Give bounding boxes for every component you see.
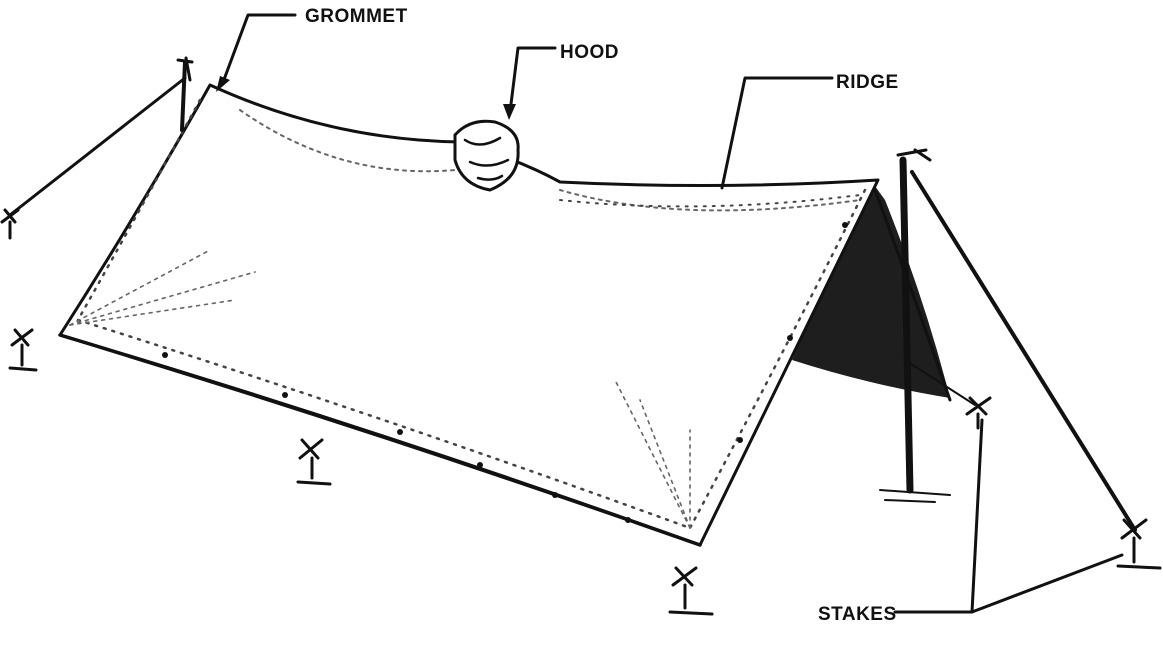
- stakes-pointer: [893, 418, 1124, 614]
- fold-line: [69, 249, 211, 326]
- fold-line: [69, 299, 236, 326]
- rear-guy-line: [910, 170, 1137, 532]
- front-pole-top: [176, 56, 194, 82]
- side-guy-line: [904, 359, 976, 406]
- ridge-fold-2: [559, 189, 861, 212]
- grommet-arrowhead: [216, 76, 230, 92]
- fold-line: [639, 399, 691, 529]
- front-pole: [180, 60, 187, 132]
- rear-pole: [899, 156, 914, 494]
- stakes-label: STAKES: [818, 604, 897, 625]
- hood-arrowhead: [503, 104, 516, 120]
- ridge-label: RIDGE: [836, 72, 899, 93]
- rear-canvas-edge: [870, 180, 952, 402]
- stake: [296, 438, 332, 486]
- seam-left: [76, 98, 202, 322]
- ridge-fold: [239, 109, 456, 173]
- grommet-label: GROMMET: [305, 6, 408, 27]
- tent-rear-shadow: [792, 182, 950, 398]
- seam-top: [559, 194, 861, 208]
- rear-pole-base: [879, 489, 951, 503]
- stake: [668, 566, 714, 616]
- ridge-pointer: [720, 76, 834, 190]
- front-guy-line: [8, 76, 187, 217]
- rear-pole-top: [896, 148, 932, 162]
- seam-right: [688, 188, 867, 530]
- hood-pointer: [508, 46, 557, 114]
- hood-label: HOOD: [560, 42, 619, 63]
- seam-bottom: [76, 318, 692, 530]
- canvas-bottom-edge: [58, 333, 702, 547]
- stake: [1116, 518, 1162, 570]
- stake: [965, 396, 992, 430]
- fold-line: [614, 379, 691, 529]
- fold-line: [69, 271, 256, 326]
- grommet-dots: [162, 222, 848, 523]
- stake: [8, 328, 38, 372]
- grommet-pointer: [220, 13, 297, 87]
- hood-bundle: [453, 119, 520, 192]
- stake: [0, 208, 20, 240]
